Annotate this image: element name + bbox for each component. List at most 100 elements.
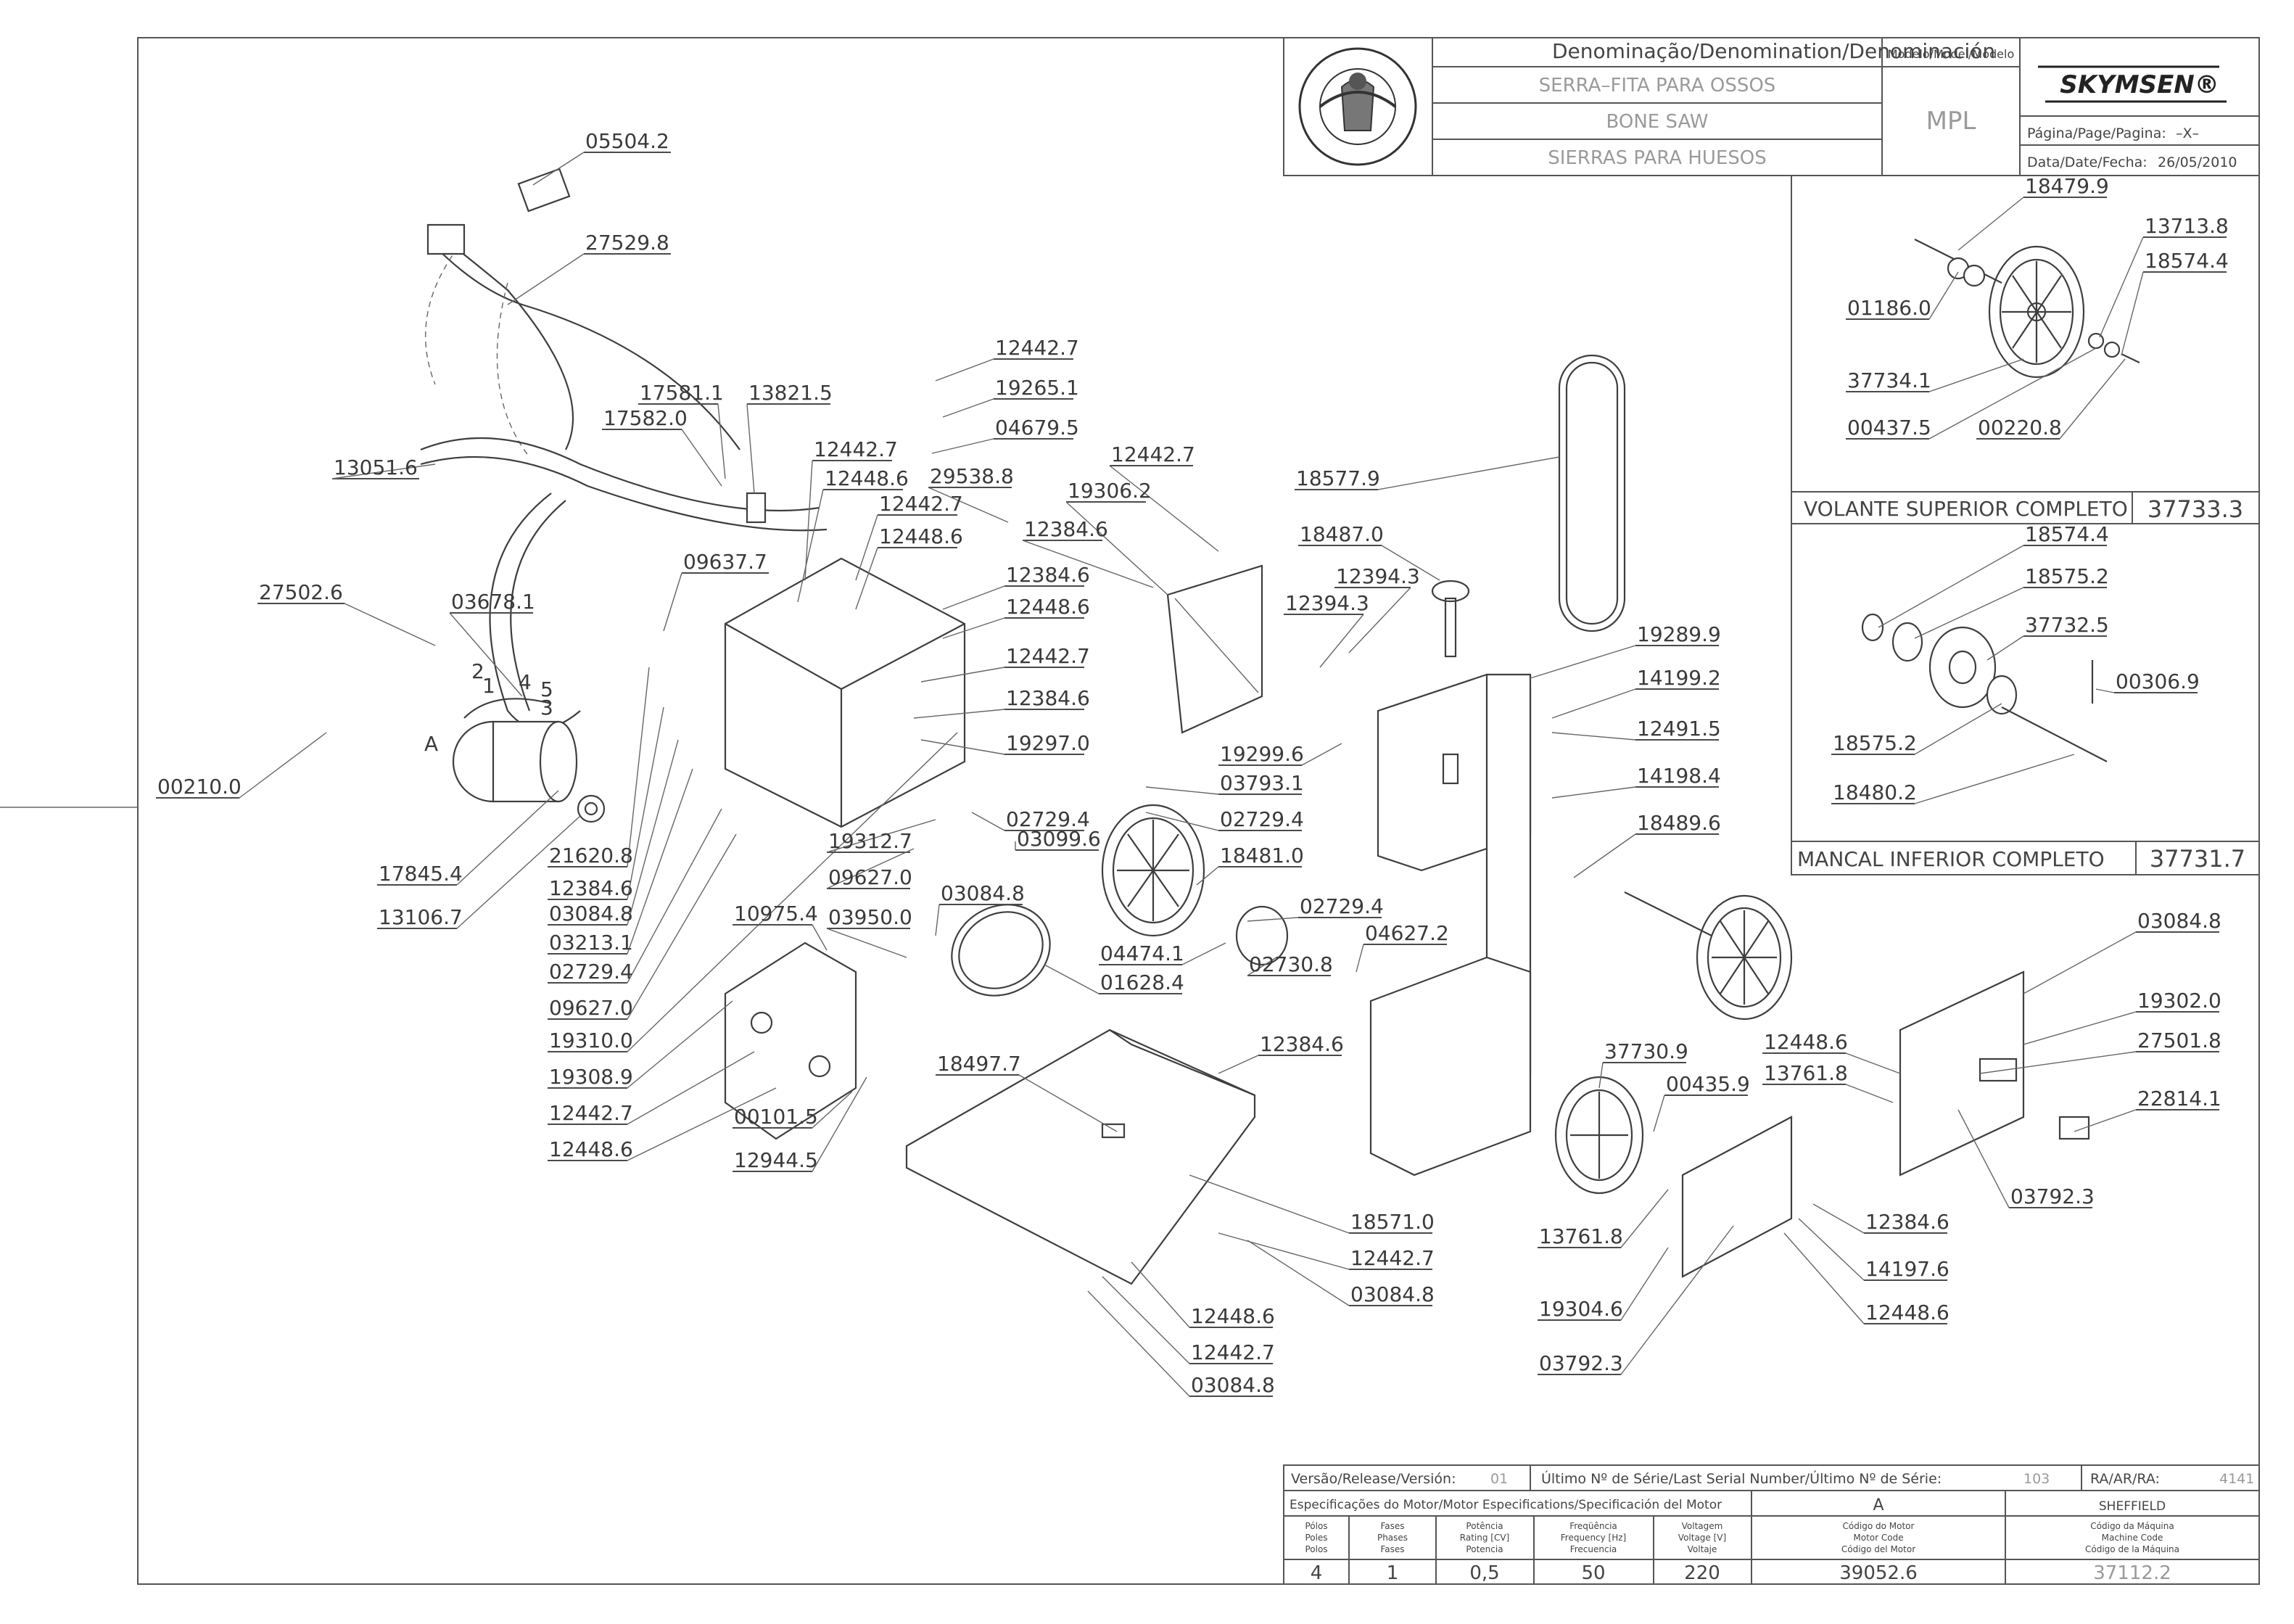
leader-line [1573,833,1636,878]
leader-line [855,514,878,581]
leader-line [1018,1074,1118,1132]
part-number-l72: 12442.7 [1191,1340,1275,1364]
part-number-l31: 12448.6 [825,466,909,490]
authorized-service-seal [1298,47,1417,166]
leader-line [1356,944,1364,973]
svg-text:Fases: Fases [1380,1521,1404,1531]
leader-line [971,812,1005,831]
leader-line [826,819,936,853]
leader-line [1319,614,1364,668]
inset-upper-part-number: 37734.1 [1847,368,1931,392]
part-number-l39: 12442.7 [1111,442,1195,466]
svg-text:Código del Motor: Código del Motor [1841,1544,1915,1554]
leader-line [812,1091,853,1129]
part-number-l19: 19310.0 [549,1029,633,1052]
inset-lower-part-number: 18575.2 [1833,731,1917,755]
leader-line [1979,1051,2137,1074]
part-number-l7: 27502.6 [259,580,343,604]
part-number-l82: 19302.0 [2137,989,2221,1013]
svg-text:Motor Code: Motor Code [1853,1533,1903,1543]
inset-lower-code: 37731.7 [2150,845,2245,873]
part-number-l76: 13761.8 [1539,1224,1623,1248]
svg-text:Rating [CV]: Rating [CV] [1460,1533,1509,1543]
part-number-l11: 17845.4 [379,862,463,886]
leader-line [826,928,907,958]
leader-line [1914,587,2024,639]
leader-line [1620,1247,1669,1321]
part-number-l77: 19304.6 [1539,1297,1623,1321]
leader-line [1878,545,2024,628]
leader-line [1798,1218,1865,1281]
leader-line [746,403,755,494]
svg-text:Código da Máquina: Código da Máquina [2090,1521,2174,1531]
part-number-l42: 19312.7 [828,829,912,853]
serial-value: 103 [2023,1471,2050,1487]
inset-lower-part-number: 18480.2 [1833,780,1917,804]
part-number-l88: 12448.6 [1865,1301,1950,1324]
inset-lower-part-number: 37732.5 [2025,613,2109,637]
leader-line [935,904,940,936]
leader-line [1145,812,1219,831]
svg-text:220: 220 [1684,1562,1720,1584]
leader-line [1845,1052,1901,1074]
part-number-l17: 02729.4 [549,960,633,984]
leader-line [239,732,327,799]
leader-line [2059,358,2126,440]
svg-text:Poles: Poles [1305,1533,1327,1543]
leader-line [456,790,559,886]
guard-plate [1681,1116,1793,1278]
leader-line [1986,635,2024,661]
part-number-l52: 12394.3 [1285,591,1369,615]
col-sheffield-label: SHEFFIELD [2099,1499,2166,1514]
part-number-l35: 12448.6 [1006,595,1090,619]
name-es: SIERRAS PARA HUESOS [1548,147,1767,169]
leader-line [627,732,958,1052]
svg-text:2: 2 [471,659,484,683]
leader-line [1928,347,2097,440]
side-plate [1166,564,1263,734]
leader-line [2099,236,2144,338]
part-number-l47: 03950.0 [828,905,912,929]
leader-line [1301,743,1342,766]
leader-line [931,438,994,454]
svg-text:4: 4 [1311,1562,1323,1584]
part-number-l69: 12442.7 [1350,1246,1435,1270]
part-number-l29: 29538.8 [930,464,1014,488]
leader-line [1598,1062,1604,1089]
leader-line [1218,1055,1259,1074]
leader-line [1620,1189,1669,1248]
leader-line [913,709,1005,719]
svg-text:Voltaje: Voltaje [1688,1544,1717,1554]
leader-line [942,617,1005,639]
serial-label: Último Nº de Série/Last Serial Number/Úl… [1541,1470,1942,1487]
motor-spec-block: Versão/Release/Versión: 01 Último Nº de … [1283,1464,2260,1585]
part-number-l23: 10975.4 [734,902,818,926]
date-label: Data/Date/Fecha: [2027,154,2147,170]
svg-text:Código do Motor: Código do Motor [1843,1521,1915,1531]
svg-text:Código de la Máquina: Código de la Máquina [2085,1544,2179,1554]
leader-line [812,1076,867,1172]
inset-lower-part-number: 18575.2 [2025,564,2109,588]
leader-line [1181,942,1226,965]
part-number-l63: 12491.5 [1637,717,1721,741]
work-table [905,1029,1256,1285]
part-number-l78: 03792.3 [1539,1351,1623,1375]
svg-text:Pólos: Pólos [1305,1521,1327,1531]
svg-text:37112.2: 37112.2 [2093,1562,2171,1584]
leader-line [855,547,878,610]
leader-line [1957,197,2024,251]
inset-upper-part-number: 00437.5 [1847,416,1931,440]
inset-upper-part-number: 00220.8 [1978,416,2062,440]
part-number-l65: 18489.6 [1637,811,1721,835]
release-label: Versão/Release/Versión: [1291,1471,1456,1487]
leader-line [797,489,824,603]
svg-text:Fases: Fases [1380,1544,1404,1554]
motor-bracket [724,941,857,1140]
part-number-l10: 00210.0 [157,775,242,799]
part-number-l86: 12384.6 [1865,1210,1950,1234]
leader-line [2023,931,2137,994]
part-number-l60: 04627.2 [1365,921,1449,945]
leader-line [1087,1290,1190,1397]
leader-line [1247,917,1299,922]
